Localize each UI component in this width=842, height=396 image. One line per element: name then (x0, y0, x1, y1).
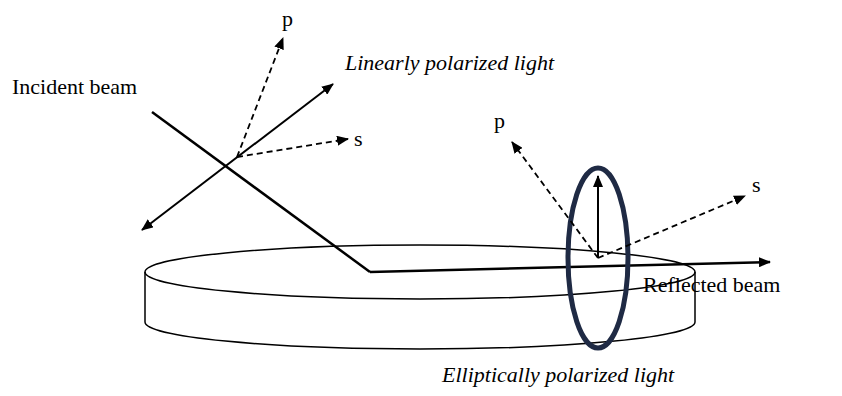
p-axis-reflected (512, 142, 598, 258)
beam-label: Reflected beam (643, 274, 780, 296)
s-axis-incident (237, 139, 348, 157)
beam-label: Incident beam (12, 76, 137, 98)
p-axis-incident (237, 38, 283, 157)
incident-beam (152, 112, 370, 272)
e-field-arrow (597, 176, 599, 258)
axis-label: p (494, 110, 505, 132)
s-axis-reflected (598, 196, 745, 258)
polarization-label: Elliptically polarized light (442, 364, 674, 386)
axis-label: s (354, 128, 363, 150)
axis-label: p (282, 8, 293, 30)
polarization-label: Linearly polarized light (345, 52, 554, 74)
axis-label: s (752, 174, 761, 196)
